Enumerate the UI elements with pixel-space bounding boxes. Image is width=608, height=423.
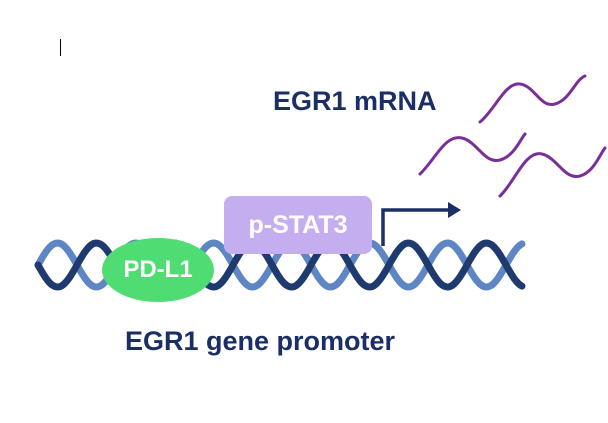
mrna-strand-icon <box>478 74 587 124</box>
transcription-start-arrow-icon <box>381 202 461 246</box>
pd-l1-label: PD-L1 <box>123 256 193 283</box>
egr1-gene-promoter-label: EGR1 gene promoter <box>125 326 396 356</box>
arrow-head <box>448 202 461 218</box>
text-cursor-mark <box>60 39 61 56</box>
mrna-strand-icon <box>498 146 607 198</box>
pd-l1-protein: PD-L1 <box>102 238 214 302</box>
egr1-mrna-label: EGR1 mRNA <box>273 86 437 116</box>
mrna-strand-icon <box>418 132 527 176</box>
p-stat3-protein: p-STAT3 <box>224 196 372 254</box>
mrna-strands <box>418 74 607 198</box>
p-stat3-label: p-STAT3 <box>248 210 348 239</box>
arrow-shaft <box>381 208 448 246</box>
